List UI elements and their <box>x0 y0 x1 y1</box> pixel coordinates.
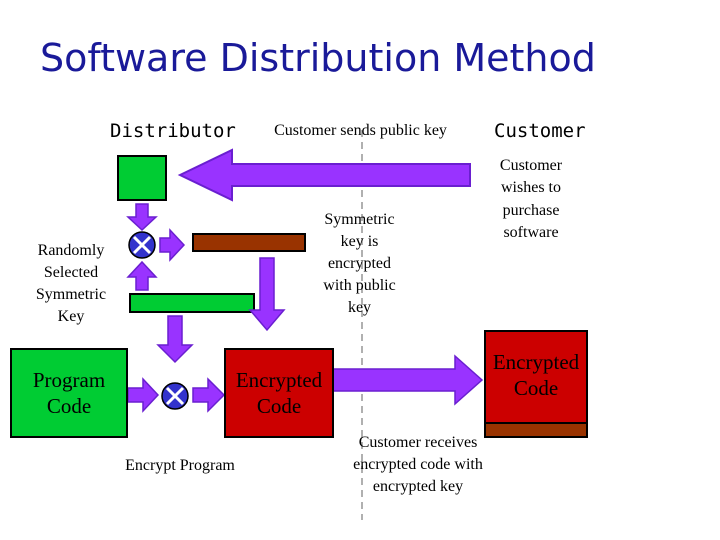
encrypt-program-text: Encrypt Program <box>125 457 235 474</box>
delivery-arrow <box>329 354 484 406</box>
symmetric-key-encrypted-text: Symmetric key is encrypted with public k… <box>323 211 396 317</box>
encrypted-key-down-arrow <box>248 257 286 332</box>
customer-receives-text: Customer receives encrypted code with en… <box>353 434 483 496</box>
customer-sends-key-text: Customer sends public key <box>274 122 447 139</box>
customer-wishes-text: Customer wishes to purchase software <box>499 157 563 242</box>
encrypted-code-label: Encrypted Code <box>235 367 323 418</box>
public-key-box <box>117 155 167 201</box>
symkey-down-arrow <box>156 315 194 364</box>
encrypted-key-bar <box>192 233 306 252</box>
random-key-text: Randomly Selected Symmetric Key <box>35 242 107 326</box>
key-down-arrow <box>126 203 158 232</box>
customer-package: Encrypted Code <box>484 330 588 438</box>
encrypted-code-box: Encrypted Code <box>224 348 334 438</box>
customer-package-key-bar <box>484 422 588 438</box>
customer-package-label: Encrypted Code <box>492 350 580 401</box>
symkey-up-arrow <box>126 260 158 291</box>
symmetric-key-bar <box>129 293 255 313</box>
program-code-box: Program Code <box>10 348 128 438</box>
encrypt-key-right-arrow <box>159 228 186 262</box>
encrypt-node-2-x2 <box>165 386 185 406</box>
customer-heading: Customer <box>494 120 586 142</box>
encrypt-output-arrow <box>192 377 226 413</box>
page-title: Software Distribution Method <box>40 36 596 80</box>
distributor-heading: Distributor <box>110 120 236 142</box>
program-right-arrow <box>127 377 160 413</box>
program-code-label: Program Code <box>32 367 106 418</box>
encrypt-node-1-x2 <box>132 235 152 255</box>
public-key-arrow <box>177 148 471 202</box>
